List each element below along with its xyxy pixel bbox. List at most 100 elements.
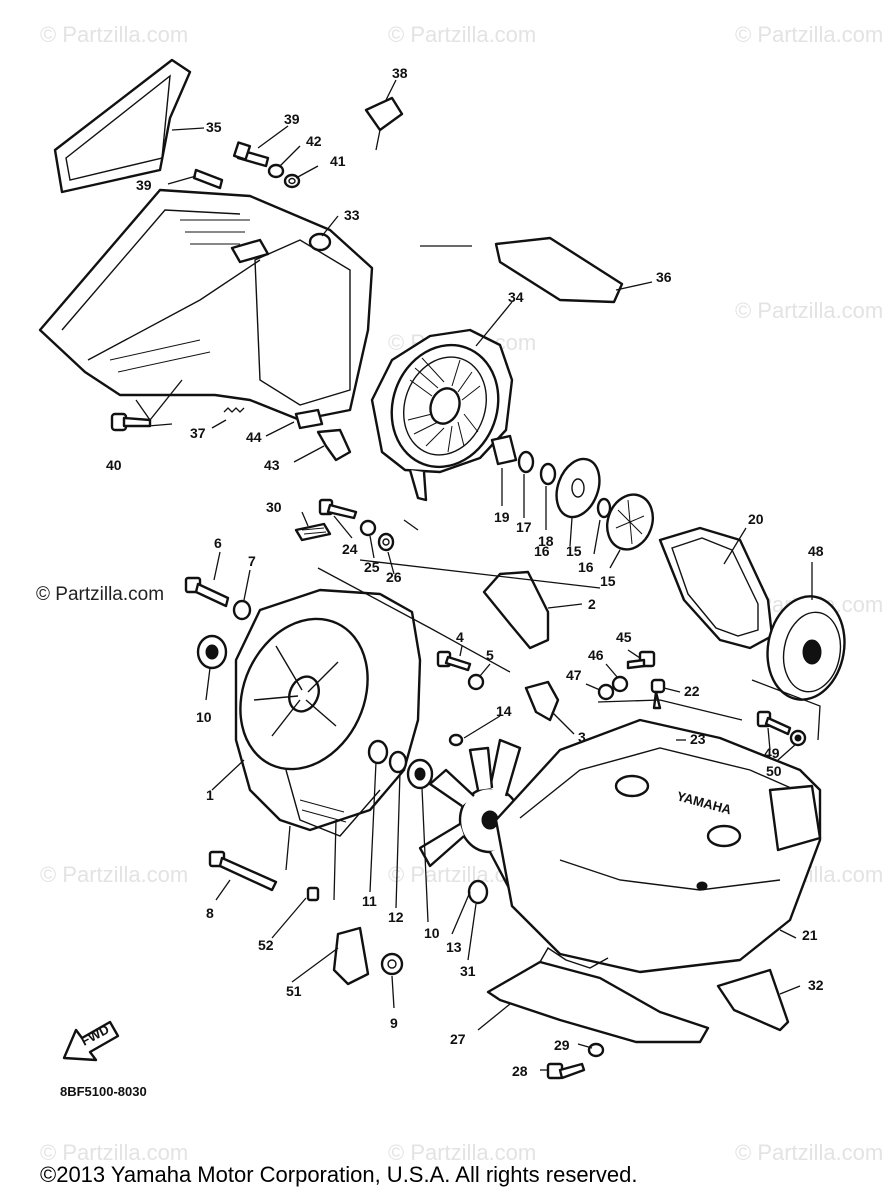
part-48-pulley bbox=[766, 595, 846, 701]
part-34-fan-housing bbox=[370, 328, 514, 502]
part-2-duct bbox=[482, 570, 550, 650]
part-49-bolt bbox=[756, 710, 792, 736]
part-10-bearing-right bbox=[406, 758, 434, 790]
callout-26: 26 bbox=[386, 569, 402, 585]
part-15-sheave-outer bbox=[555, 457, 601, 519]
callout-50: 50 bbox=[766, 763, 782, 779]
callout-15-upper: 15 bbox=[566, 543, 582, 559]
part-14-oring bbox=[448, 733, 464, 747]
watermark: © Partzilla.com bbox=[735, 1140, 883, 1165]
assembly-lines bbox=[147, 245, 821, 901]
part-39-bolt-upper bbox=[232, 141, 270, 168]
part-44-clip bbox=[294, 408, 324, 430]
figure-reference: 8BF5100-8030 bbox=[60, 1084, 147, 1099]
part-18-washer bbox=[539, 462, 557, 486]
callout-15-lower: 15 bbox=[600, 573, 616, 589]
part-33-duct-housing bbox=[38, 188, 374, 422]
part-9-nut bbox=[380, 952, 404, 976]
callout-40: 40 bbox=[106, 457, 122, 473]
side-watermark: © Partzilla.com bbox=[36, 584, 164, 605]
callout-6: 6 bbox=[214, 535, 222, 551]
part-12-washer bbox=[388, 750, 408, 774]
callout-37: 37 bbox=[190, 425, 206, 441]
callout-34: 34 bbox=[508, 289, 524, 305]
part-4-bolt bbox=[436, 650, 472, 672]
callout-49: 49 bbox=[764, 745, 780, 761]
callout-16-lower: 16 bbox=[578, 559, 594, 575]
callout-2: 2 bbox=[588, 596, 596, 612]
callout-14: 14 bbox=[496, 703, 512, 719]
callout-27: 27 bbox=[450, 1031, 466, 1047]
part-42-washer bbox=[267, 163, 285, 179]
callout-43: 43 bbox=[264, 457, 280, 473]
part-1-fan-casing bbox=[234, 588, 422, 837]
part-15-sheave-inner bbox=[606, 493, 654, 551]
callout-21: 21 bbox=[802, 927, 818, 943]
callout-9: 9 bbox=[390, 1015, 398, 1031]
callout-10-right: 10 bbox=[424, 925, 440, 941]
part-38-grommet bbox=[364, 96, 404, 151]
part-17-washer bbox=[517, 450, 535, 474]
part-19-collar bbox=[490, 434, 518, 466]
part-8-bolt bbox=[208, 850, 278, 892]
callout-17: 17 bbox=[516, 519, 532, 535]
callout-20: 20 bbox=[748, 511, 764, 527]
callout-16-upper: 16 bbox=[534, 543, 550, 559]
fwd-arrow-icon: FWD bbox=[62, 1020, 120, 1062]
callout-52: 52 bbox=[258, 937, 274, 953]
callout-12: 12 bbox=[388, 909, 404, 925]
callout-13: 13 bbox=[446, 939, 462, 955]
callout-4: 4 bbox=[456, 629, 464, 645]
watermark: © Partzilla.com bbox=[388, 22, 536, 47]
part-10-bearing-left bbox=[196, 634, 228, 670]
callout-8: 8 bbox=[206, 905, 214, 921]
part-51-plate bbox=[332, 926, 370, 986]
part-16-washer bbox=[596, 497, 612, 519]
callout-10-left: 10 bbox=[196, 709, 212, 725]
part-5-washer bbox=[467, 673, 485, 691]
callout-38: 38 bbox=[392, 65, 408, 81]
callout-3: 3 bbox=[578, 729, 586, 745]
part-31-washer bbox=[467, 879, 489, 905]
callout-28: 28 bbox=[512, 1063, 528, 1079]
part-47-nut bbox=[597, 683, 615, 701]
part-3-bracket bbox=[524, 680, 560, 722]
copyright-notice: ©2013 Yamaha Motor Corporation, U.S.A. A… bbox=[40, 1162, 637, 1187]
callout-42: 42 bbox=[306, 133, 322, 149]
part-28-bolt bbox=[546, 1062, 586, 1080]
part-39-bolt-left bbox=[192, 168, 224, 190]
part-36-cover-strip bbox=[494, 236, 624, 304]
callout-41: 41 bbox=[330, 153, 346, 169]
watermark: © Partzilla.com bbox=[40, 862, 188, 887]
part-27-lower-bracket bbox=[486, 947, 710, 1044]
callout-5: 5 bbox=[486, 647, 494, 663]
callout-23: 23 bbox=[690, 731, 706, 747]
callout-35: 35 bbox=[206, 119, 222, 135]
callout-22: 22 bbox=[684, 683, 700, 699]
part-40-bolt bbox=[110, 412, 152, 432]
part-21-main-cover: YAMAHA bbox=[494, 718, 822, 974]
part-20-belt bbox=[658, 526, 774, 650]
part-6-bolt bbox=[184, 576, 230, 608]
callout-51: 51 bbox=[286, 983, 302, 999]
callout-39-upper: 39 bbox=[284, 111, 300, 127]
callout-25: 25 bbox=[364, 559, 380, 575]
part-45-bolt bbox=[626, 650, 656, 670]
part-35-seal bbox=[53, 58, 192, 194]
part-41-nut bbox=[283, 173, 301, 189]
watermark: © Partzilla.com bbox=[40, 22, 188, 47]
callout-33: 33 bbox=[344, 207, 360, 223]
callout-45: 45 bbox=[616, 629, 632, 645]
part-29-nut bbox=[587, 1042, 605, 1058]
part-32-pad bbox=[716, 968, 790, 1032]
part-7-washer bbox=[232, 599, 252, 621]
callout-44: 44 bbox=[246, 429, 262, 445]
callout-24: 24 bbox=[342, 541, 358, 557]
callout-48: 48 bbox=[808, 543, 824, 559]
callout-36: 36 bbox=[656, 269, 672, 285]
callout-30: 30 bbox=[266, 499, 282, 515]
callout-1: 1 bbox=[206, 787, 214, 803]
callout-31: 31 bbox=[460, 963, 476, 979]
part-22-fastener bbox=[650, 678, 666, 710]
